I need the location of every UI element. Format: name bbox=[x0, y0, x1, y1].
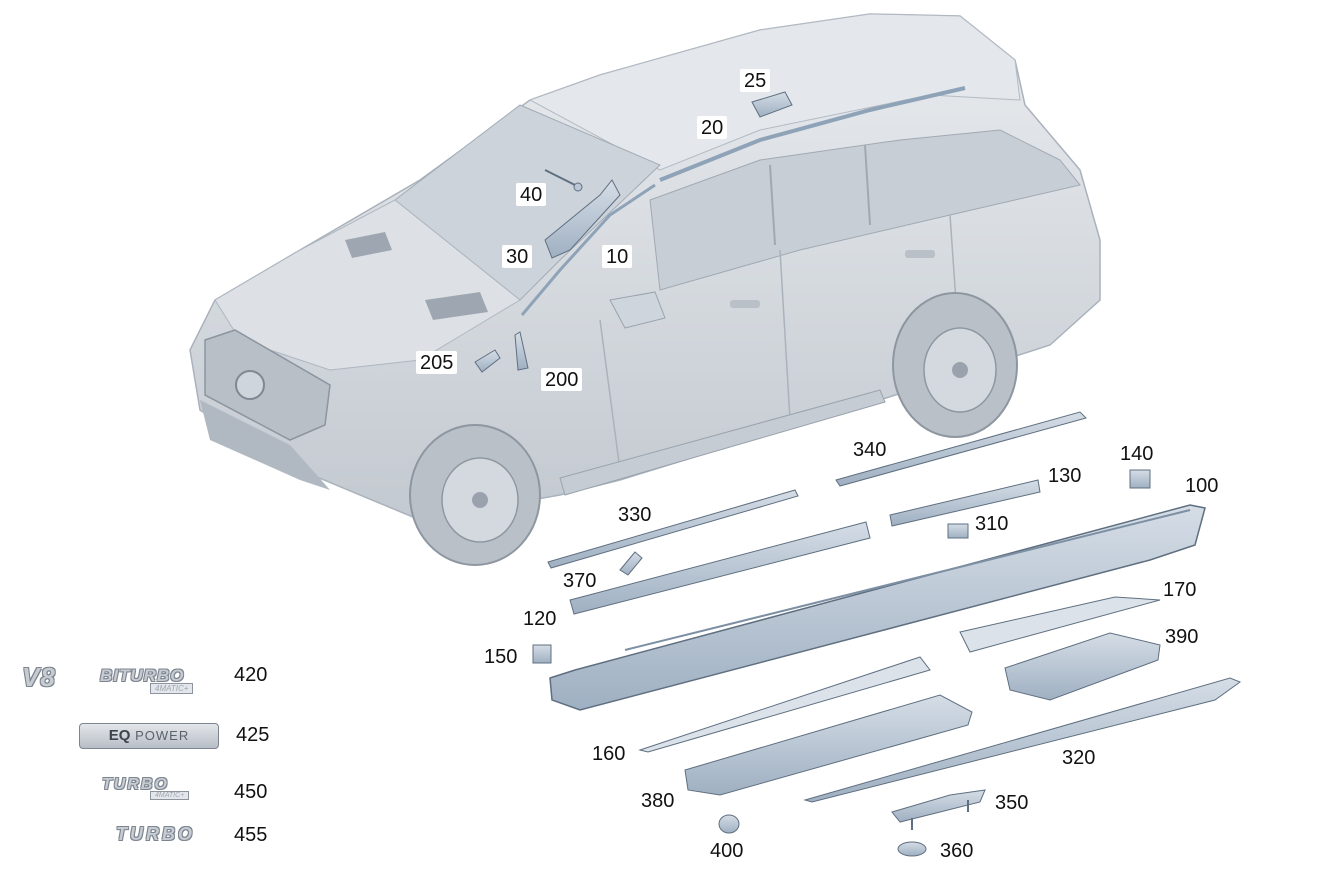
part-100-sill bbox=[549, 504, 1206, 711]
front-wheel bbox=[409, 424, 541, 566]
part-140-clip bbox=[1129, 469, 1151, 489]
callout-130: 130 bbox=[1048, 465, 1082, 487]
callout-400: 400 bbox=[710, 840, 744, 862]
callout-330: 330 bbox=[618, 504, 652, 526]
vehicle-illustration bbox=[189, 13, 1101, 566]
emblem-turbo-4matic: TURBO bbox=[102, 776, 169, 793]
callout-40: 40 bbox=[516, 183, 547, 206]
callout-30: 30 bbox=[502, 245, 533, 268]
callout-320: 320 bbox=[1062, 747, 1096, 769]
emblem-biturbo: BITURBO bbox=[100, 666, 185, 685]
callout-10: 10 bbox=[602, 245, 633, 268]
emblem-eq-power: EQ POWER bbox=[79, 723, 219, 749]
callout-100: 100 bbox=[1185, 475, 1219, 497]
emblem-v8: V8 bbox=[22, 662, 56, 692]
part-205-pin bbox=[474, 349, 501, 373]
part-340-strip bbox=[835, 411, 1087, 487]
callout-140: 140 bbox=[1120, 443, 1154, 465]
callout-150: 150 bbox=[484, 646, 518, 668]
callout-455: 455 bbox=[234, 824, 268, 846]
part-25-clip bbox=[751, 91, 793, 118]
emblem-eq-power-text: POWER bbox=[135, 728, 190, 743]
callout-170: 170 bbox=[1163, 579, 1197, 601]
part-30-bracket bbox=[544, 179, 621, 259]
part-330-strip bbox=[547, 489, 799, 569]
callout-450: 450 bbox=[234, 781, 268, 803]
car-grille bbox=[204, 329, 331, 441]
emblem-4matic-plate-b: 4MATIC+ bbox=[150, 791, 190, 800]
part-370-clip bbox=[619, 551, 643, 576]
callout-20: 20 bbox=[697, 116, 728, 139]
callout-380: 380 bbox=[641, 790, 675, 812]
part-350-step bbox=[891, 789, 986, 830]
callout-360: 360 bbox=[940, 840, 974, 862]
callout-340: 340 bbox=[853, 439, 887, 461]
part-390-bracket bbox=[1004, 632, 1161, 701]
part-400-grommet bbox=[718, 814, 740, 834]
callout-120: 120 bbox=[523, 608, 557, 630]
rear-wheel bbox=[892, 292, 1018, 438]
callout-200: 200 bbox=[541, 368, 583, 391]
roof-rail-20 bbox=[659, 86, 966, 182]
callout-25: 25 bbox=[740, 69, 771, 92]
callout-370: 370 bbox=[563, 570, 597, 592]
part-130-strip bbox=[889, 479, 1041, 527]
part-360-insert bbox=[897, 841, 927, 857]
callout-390: 390 bbox=[1165, 626, 1199, 648]
car-mirror bbox=[609, 291, 666, 329]
part-170-panel bbox=[959, 596, 1161, 653]
callout-310: 310 bbox=[975, 513, 1009, 535]
part-380-bracket bbox=[684, 694, 973, 796]
emblem-eq-brand: EQ bbox=[108, 727, 131, 744]
emblem-4matic-plate-a: 4MATIC+ bbox=[150, 683, 194, 694]
callout-350: 350 bbox=[995, 792, 1029, 814]
a-pillar-trim-10 bbox=[520, 183, 656, 316]
callout-205: 205 bbox=[416, 351, 458, 374]
part-150-clip bbox=[532, 644, 552, 664]
callout-160: 160 bbox=[592, 743, 626, 765]
car-side-windows bbox=[649, 129, 1081, 291]
part-310-clip bbox=[947, 523, 969, 539]
part-160-panel bbox=[638, 656, 931, 753]
car-roof bbox=[528, 13, 1021, 171]
part-120-strip bbox=[569, 521, 871, 615]
callout-425: 425 bbox=[236, 724, 270, 746]
part-200-trim bbox=[514, 331, 529, 371]
part-320-board bbox=[803, 677, 1242, 803]
emblem-turbo: TURBO bbox=[116, 824, 195, 844]
part-40-screw bbox=[544, 169, 583, 192]
callout-420: 420 bbox=[234, 664, 268, 686]
